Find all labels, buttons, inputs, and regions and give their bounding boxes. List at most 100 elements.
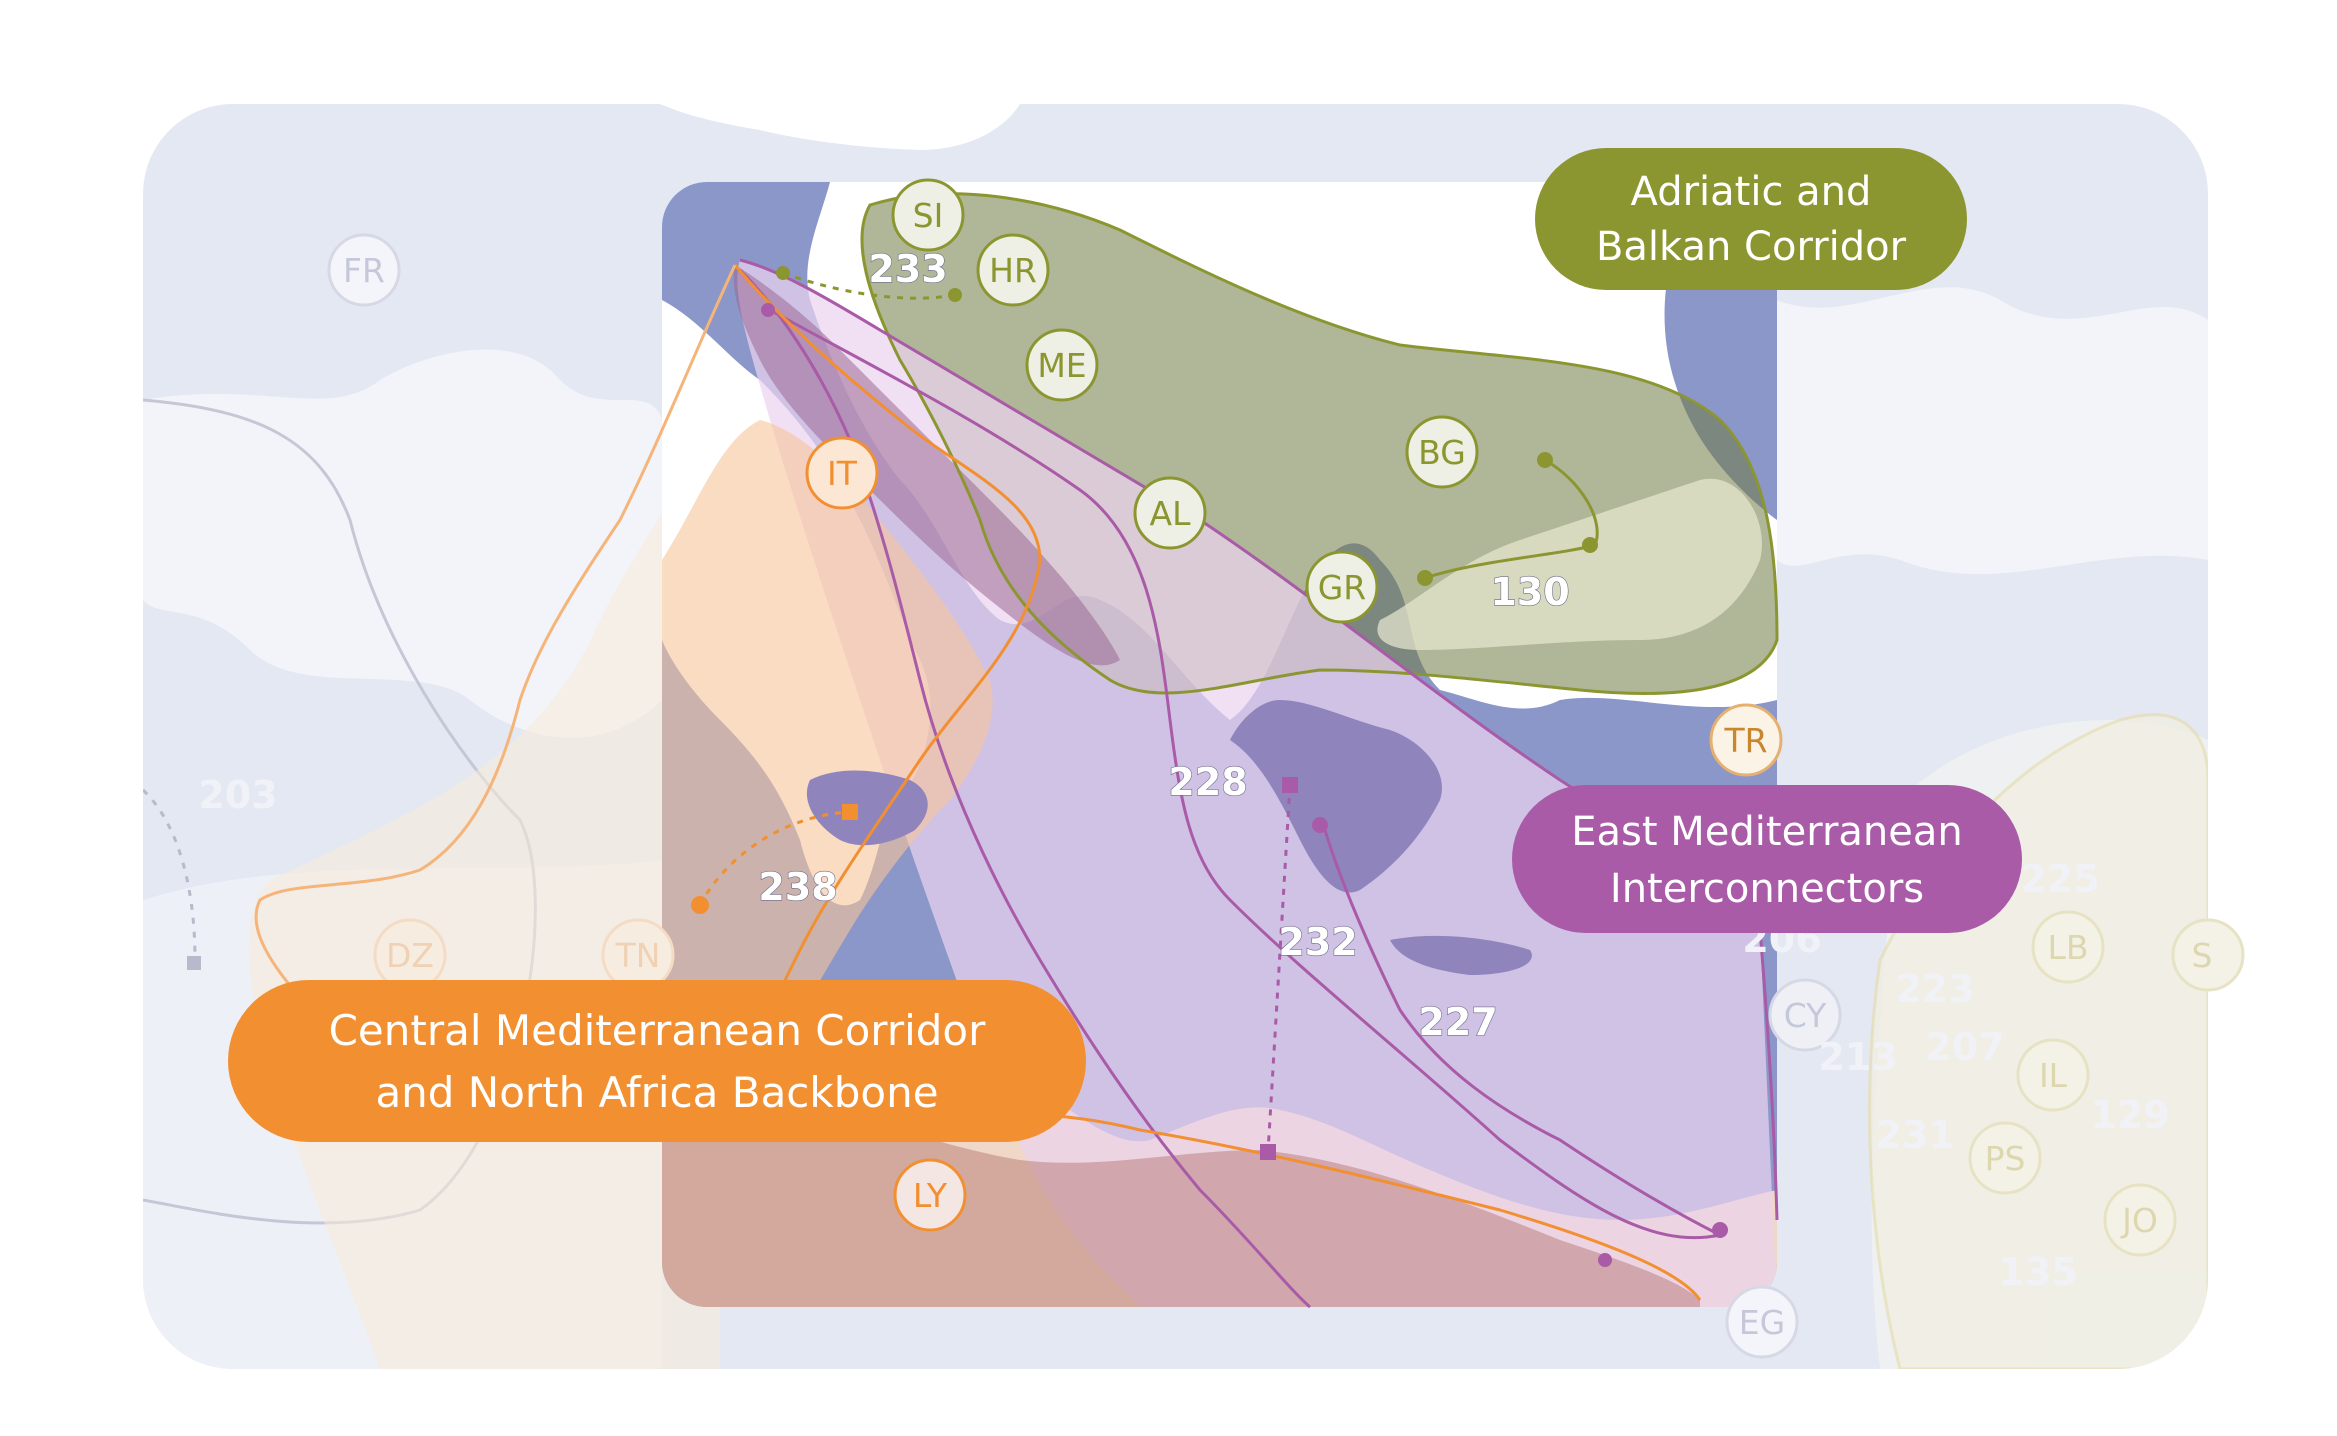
project-label-231: 231: [1875, 1113, 1954, 1157]
land-anatolia-east: [1777, 287, 2208, 575]
country-badge-fr: FR: [327, 233, 401, 307]
country-badge-jo: JO: [2103, 1183, 2177, 1257]
route-227-node-a: [1312, 817, 1328, 833]
project-label-135: 135: [1998, 1250, 2077, 1294]
label-east-med-pill: [1512, 785, 2022, 933]
eastmed-outline: [739, 258, 1779, 1221]
project-label-238: 238: [758, 865, 837, 909]
route-238-node-a: [691, 896, 709, 914]
project-label-228: 228: [1168, 760, 1247, 804]
svg-text:BG: BG: [1418, 433, 1466, 472]
route-130-node-a: [1537, 452, 1553, 468]
label-central-med-pill: [228, 980, 1086, 1142]
route-233: [782, 271, 956, 300]
project-label-227: 227: [1418, 1000, 1497, 1044]
label-east-med-line1: East Mediterranean: [1571, 809, 1962, 855]
route-228-node-b: [1598, 1253, 1612, 1267]
svg-text:SI: SI: [913, 196, 944, 235]
country-badge-cy: CY: [1768, 978, 1842, 1052]
svg-text:ME: ME: [1037, 346, 1086, 385]
route-227-node-b: [1712, 1222, 1728, 1238]
svg-text:LY: LY: [913, 1176, 948, 1215]
country-badge-gr: GR: [1305, 550, 1379, 624]
project-label-207: 207: [1925, 1025, 2004, 1069]
corridor-eastmed-dark: [733, 265, 1120, 666]
active-country-badges: SI HR ME AL BG GR IT LY: [805, 178, 1783, 1232]
sea-crete-island: [1390, 935, 1532, 975]
route-228-node-a: [761, 303, 775, 317]
svg-text:TN: TN: [615, 936, 661, 975]
corridor-outlines: [254, 192, 1779, 1309]
country-badge-tr: TR: [1709, 703, 1783, 777]
country-badge-dz: DZ: [373, 918, 447, 992]
label-central-med-line1: Central Mediterranean Corridor: [329, 1006, 987, 1055]
svg-text:HR: HR: [989, 251, 1037, 290]
route-233-node-b: [948, 288, 962, 302]
sea-tyrrhenian-detail: [806, 770, 928, 846]
route-232-node-a: [1282, 777, 1298, 793]
project-label-223: 223: [1895, 967, 1974, 1011]
country-badge-bg: BG: [1405, 415, 1479, 489]
country-badge-al: AL: [1133, 476, 1207, 550]
faded-route-203: [143, 788, 197, 961]
central-west-outline: [254, 264, 737, 1062]
country-badge-lb: LB: [2031, 910, 2105, 984]
country-badge-it: IT: [805, 436, 879, 510]
sea-ionian-detail: [1230, 700, 1442, 893]
project-routes: [691, 266, 1728, 1267]
label-east-med: East Mediterranean Interconnectors: [1512, 785, 2022, 933]
svg-text:AL: AL: [1150, 494, 1192, 533]
corridor-central-area: [662, 420, 993, 1104]
route-232: [1266, 784, 1292, 1153]
land-europe-west: [143, 349, 662, 738]
country-badge-s-partial: S: [2171, 918, 2245, 992]
project-label-130: 130: [1490, 570, 1569, 614]
route-238-node-b: [842, 804, 858, 820]
svg-text:FR: FR: [343, 251, 385, 290]
country-badge-eg: EG: [1725, 1285, 1799, 1359]
country-badge-hr: HR: [976, 233, 1050, 307]
label-adriatic-balkan-pill: [1535, 148, 1967, 290]
label-adriatic-line2: Balkan Corridor: [1596, 224, 1907, 270]
svg-text:LB: LB: [2047, 928, 2088, 967]
faded-project-labels: 203 225 206 223 207 213 129 231 135: [198, 773, 2169, 1294]
corridor-adriatic-light: [1377, 478, 1762, 650]
svg-text:S: S: [2192, 936, 2213, 975]
route-130-node-b: [1582, 537, 1598, 553]
country-badge-si: SI: [891, 178, 965, 252]
eastmed-route-b: [769, 308, 1721, 1240]
project-label-232: 232: [1278, 920, 1357, 964]
svg-text:CY: CY: [1784, 996, 1827, 1035]
country-badge-tn: TN: [601, 918, 675, 992]
route-233-node-a: [776, 266, 790, 280]
label-adriatic-line1: Adriatic and: [1631, 169, 1872, 215]
country-badge-ly: LY: [893, 1158, 967, 1232]
label-central-med: Central Mediterranean Corridor and North…: [228, 980, 1086, 1142]
svg-text:DZ: DZ: [386, 936, 434, 975]
project-label-203: 203: [198, 773, 277, 817]
label-east-med-line2: Interconnectors: [1610, 866, 1924, 912]
project-label-225: 225: [2020, 857, 2099, 901]
label-adriatic-balkan: Adriatic and Balkan Corridor: [1535, 148, 1967, 290]
label-central-med-line2: and North Africa Backbone: [375, 1068, 938, 1117]
route-232-node-b: [1260, 1144, 1276, 1160]
project-label-213: 213: [1818, 1035, 1897, 1079]
corridor-central-south: [662, 1100, 1700, 1307]
svg-text:EG: EG: [1739, 1303, 1785, 1342]
active-project-labels: 233 130 228 232 227 238: [758, 246, 1571, 1044]
route-130-node-c: [1417, 570, 1433, 586]
eastmed-route-227: [1323, 829, 1721, 1237]
faded-country-badges: FR DZ TN CY LB IL PS JO: [327, 233, 2245, 1359]
svg-text:IL: IL: [2039, 1056, 2068, 1095]
country-badge-ps: PS: [1968, 1121, 2042, 1195]
svg-text:IT: IT: [827, 454, 858, 493]
route-238: [698, 810, 851, 906]
svg-text:JO: JO: [2120, 1201, 2158, 1240]
svg-text:GR: GR: [1318, 568, 1367, 607]
faded-route-203-node: [187, 956, 201, 970]
project-label-129: 129: [2090, 1093, 2169, 1137]
country-badge-il: IL: [2016, 1038, 2090, 1112]
country-badge-me: ME: [1025, 328, 1099, 402]
svg-text:PS: PS: [1985, 1139, 2026, 1178]
